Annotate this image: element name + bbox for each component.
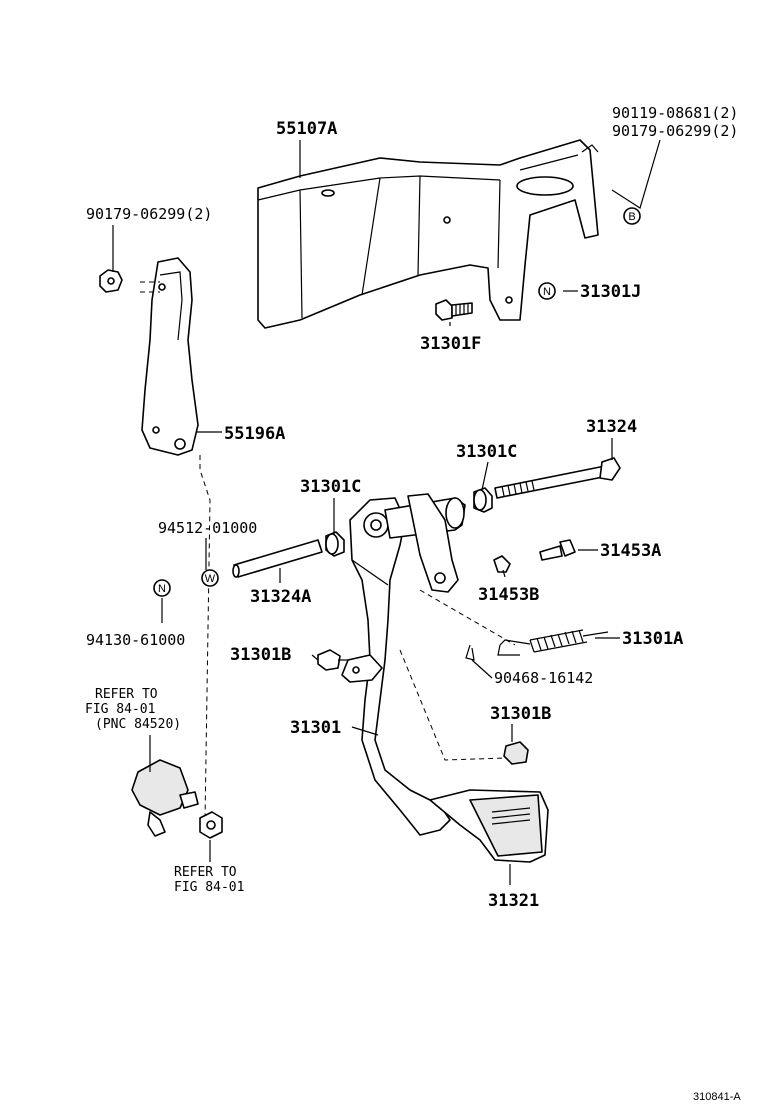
assembly-line-stopper — [399, 649, 506, 761]
symbol-W: W — [201, 569, 219, 587]
label-31321: 31321 — [488, 891, 539, 911]
stopper-31301B-left — [317, 649, 348, 671]
leader-lines — [112, 139, 661, 885]
assembly-line-left — [199, 455, 211, 821]
label-31301A: 31301A — [622, 629, 683, 649]
svg-text:N: N — [158, 583, 166, 595]
pedal-pad-31321 — [429, 789, 549, 863]
svg-text:N: N — [543, 286, 551, 298]
bushing-31301C-left — [325, 531, 345, 557]
refer-note-top-line1: REFER TO — [95, 687, 158, 702]
svg-text:W: W — [205, 573, 216, 585]
label-90119-08681: 90119-08681(2) — [612, 104, 738, 122]
stop-lamp-switch — [131, 759, 199, 837]
label-90468-16142: 90468-16142 — [494, 669, 593, 687]
diagram-code: 310841-A — [693, 1091, 741, 1103]
bolt-31324 — [494, 457, 621, 499]
assembly-line-spring — [419, 589, 516, 646]
clip-90468 — [465, 644, 475, 661]
label-31453A: 31453A — [600, 541, 661, 561]
label-31324: 31324 — [586, 417, 637, 437]
label-31301F: 31301F — [420, 334, 481, 354]
label-94512-01000: 94512-01000 — [158, 519, 257, 537]
nut-90179-left — [99, 269, 123, 293]
bushing-31301C-right — [473, 487, 493, 513]
clip-31453B — [493, 555, 511, 573]
refer-note-top-line3: (PNC 84520) — [95, 717, 181, 732]
label-31301: 31301 — [290, 718, 341, 738]
return-spring-31301A — [497, 629, 609, 656]
refer-note-bottom-line2: FIG 84-01 — [174, 880, 244, 895]
label-90179-06299-left: 90179-06299(2) — [86, 205, 212, 223]
label-55107A: 55107A — [276, 119, 337, 139]
label-31301C-right: 31301C — [456, 442, 517, 462]
refer-note-bottom-line1: REFER TO — [174, 865, 237, 880]
label-31301B-right: 31301B — [490, 704, 551, 724]
switch-nut — [199, 811, 223, 839]
symbol-N-left: N — [153, 579, 171, 597]
bracket-55196A — [140, 257, 199, 456]
label-31301C-left: 31301C — [300, 477, 361, 497]
pedal-support-bracket — [257, 139, 599, 329]
symbol-N-right: N — [538, 282, 556, 300]
bolt-31301F — [435, 299, 473, 321]
label-31324A: 31324A — [250, 587, 311, 607]
pin-31453A — [539, 539, 576, 561]
brake-pedal-arm — [341, 493, 466, 836]
label-90179-06299-top: 90179-06299(2) — [612, 122, 738, 140]
symbol-B: B — [623, 207, 641, 225]
label-31301B-left: 31301B — [230, 645, 291, 665]
label-31301J: 31301J — [580, 282, 641, 302]
refer-note-top-line2: FIG 84-01 — [85, 702, 155, 717]
label-31453B: 31453B — [478, 585, 539, 605]
svg-text:B: B — [628, 211, 635, 223]
pin-31324A — [232, 539, 323, 578]
stopper-31301B-right — [503, 741, 529, 765]
label-55196A: 55196A — [224, 424, 285, 444]
label-94130-61000: 94130-61000 — [86, 631, 185, 649]
